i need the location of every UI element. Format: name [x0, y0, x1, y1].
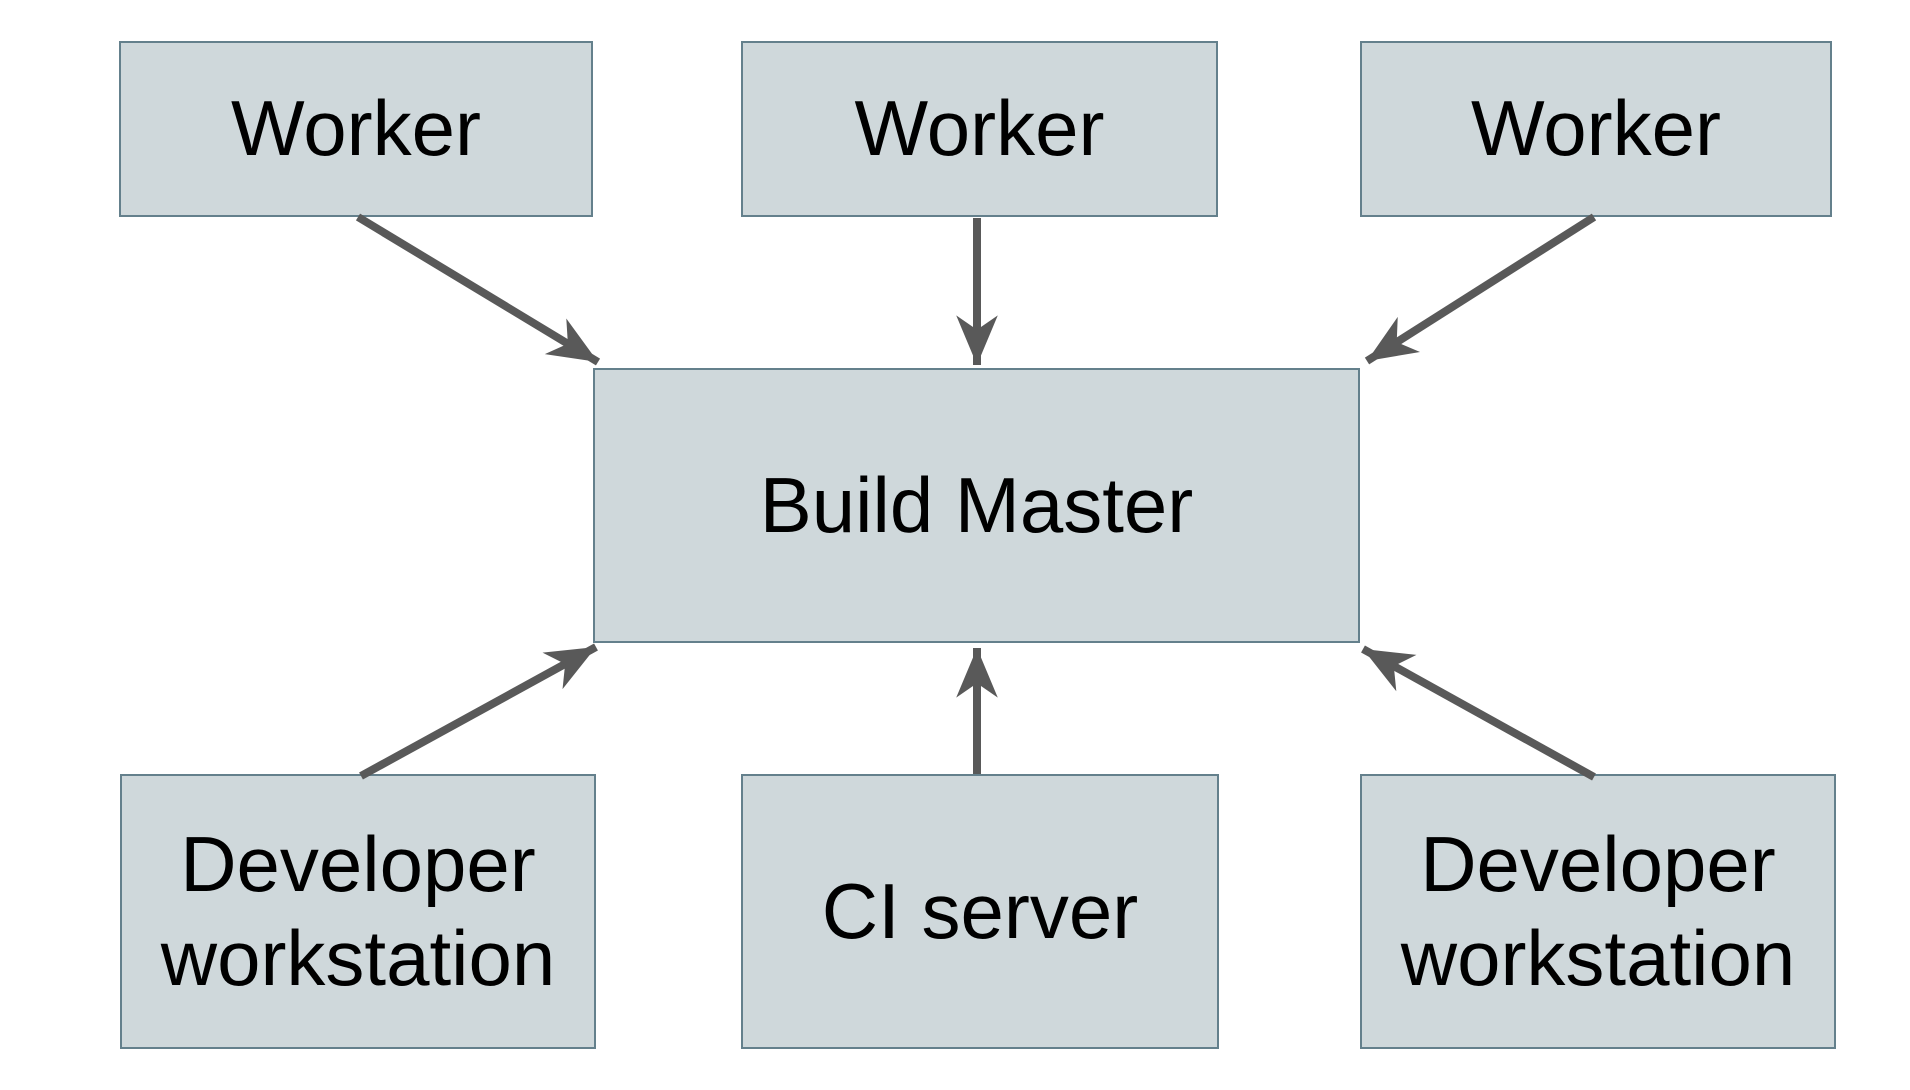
node-worker-3: Worker — [1360, 41, 1832, 217]
node-label: Build Master — [759, 460, 1194, 549]
node-label: Worker — [1471, 84, 1721, 173]
node-build-master: Build Master — [593, 368, 1360, 643]
node-label: Worker — [231, 84, 481, 173]
node-label: Developer workstation — [1400, 819, 1796, 1002]
node-label: Worker — [854, 84, 1105, 173]
arrow-worker-1-to-build-master — [355, 213, 601, 366]
node-worker-1: Worker — [119, 41, 593, 217]
node-label: CI server — [821, 866, 1139, 955]
arrow-developer-workstation-2-to-build-master — [1361, 645, 1596, 781]
node-label: Developer workstation — [160, 819, 556, 1002]
arrow-developer-workstation-1-to-build-master — [359, 643, 598, 780]
node-worker-2: Worker — [741, 41, 1218, 217]
arrow-worker-3-to-build-master — [1364, 213, 1597, 365]
node-ci-server: CI server — [741, 774, 1219, 1049]
node-developer-workstation-1: Developer workstation — [120, 774, 596, 1049]
node-developer-workstation-2: Developer workstation — [1360, 774, 1836, 1049]
